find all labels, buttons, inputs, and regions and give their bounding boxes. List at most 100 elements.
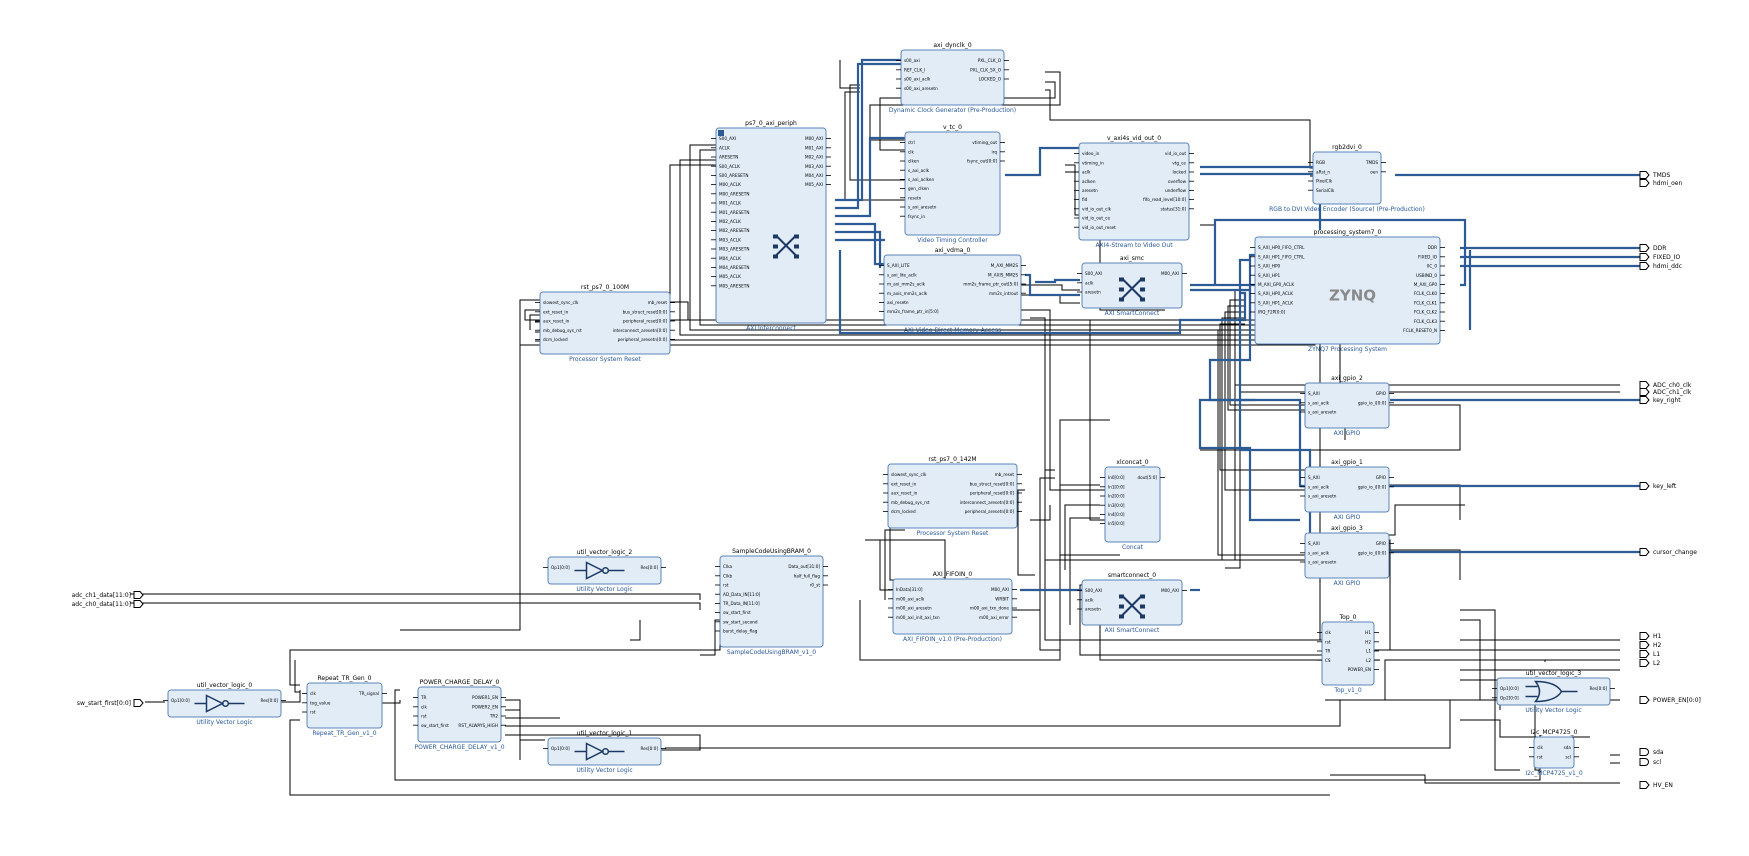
- block-body[interactable]: [883, 254, 1022, 326]
- block-body[interactable]: [547, 556, 662, 585]
- block-instance-name: axi_vdma_0: [935, 247, 971, 254]
- block-body[interactable]: [1312, 151, 1382, 205]
- pin-label: M02_ARESETN: [719, 228, 749, 233]
- block-body[interactable]: [887, 463, 1018, 529]
- block-body[interactable]: [1078, 142, 1190, 241]
- port-sw-start-first[interactable]: sw_start_first[0:0]: [77, 699, 144, 708]
- block-body[interactable]: [306, 682, 383, 729]
- port-power-en[interactable]: POWER_EN[0:0]: [1639, 696, 1701, 705]
- block-i2c[interactable]: I2c_MCP4725_0I2c_MCP4725_v1_0clkrstsdasc…: [1525, 729, 1583, 777]
- block-body[interactable]: [1533, 736, 1575, 769]
- block-ip-name: AXI GPIO: [1334, 514, 1361, 521]
- block-xlconcat[interactable]: xlconcat_0ConcatIn0[0:0]In1[0:0]In2[0:0]…: [1100, 459, 1165, 551]
- block-body[interactable]: [892, 578, 1013, 635]
- block-bram[interactable]: SampleCodeUsingBRAM_0SampleCodeUsingBRAM…: [715, 548, 828, 656]
- block-body[interactable]: [1081, 579, 1183, 626]
- block-body[interactable]: [1304, 466, 1390, 513]
- port-adc-ch1-clk[interactable]: ADC_ch1_clk: [1639, 388, 1692, 397]
- pin-label: sw_start_second: [723, 619, 758, 624]
- block-body[interactable]: [904, 131, 1001, 236]
- pin-label: M03_ARESETN: [719, 247, 749, 252]
- block-rtg[interactable]: Repeat_TR_Gen_0Repeat_TR_Gen_v1_0clktog_…: [302, 675, 387, 737]
- port-sda[interactable]: sda: [1639, 748, 1664, 757]
- pin-label: S_AXI_HP0_ACLK: [1258, 291, 1293, 296]
- pin-label: SerialClk: [1316, 188, 1335, 193]
- port-l2[interactable]: L2: [1639, 659, 1660, 668]
- block-body[interactable]: [1104, 466, 1161, 543]
- port-key-right[interactable]: key_right: [1639, 396, 1681, 405]
- block-body[interactable]: [1254, 236, 1441, 345]
- crossbar-icon: [773, 234, 799, 259]
- block-body[interactable]: [167, 689, 282, 718]
- block-body[interactable]: [417, 686, 502, 743]
- port-h1[interactable]: H1: [1639, 632, 1662, 641]
- port-l1[interactable]: L1: [1639, 650, 1660, 659]
- block-body[interactable]: [547, 737, 662, 766]
- port-scl[interactable]: scl: [1639, 758, 1661, 767]
- block-instance-name: ps7_0_axi_periph: [745, 120, 797, 127]
- port-tmds[interactable]: TMDS: [1639, 171, 1670, 180]
- pin-label: CS: [1325, 658, 1331, 663]
- port-hdmi-ddc[interactable]: hdmi_ddc: [1639, 262, 1682, 271]
- port-cursor-change[interactable]: cursor_change: [1639, 548, 1697, 557]
- block-body[interactable]: [900, 49, 1005, 106]
- pin-label: s_axi_lite_aclk: [887, 272, 917, 277]
- port-adc-ch0-clk[interactable]: ADC_ch0_clk: [1639, 381, 1692, 390]
- block-body[interactable]: [1321, 621, 1375, 686]
- pin-label: M03_AXI: [805, 164, 823, 169]
- port-output-icon: [1639, 641, 1650, 649]
- pin-label: mb_debug_sys_rst: [891, 500, 930, 505]
- block-pcd[interactable]: POWER_CHARGE_DELAY_0POWER_CHARGE_DELAY_v…: [413, 679, 506, 751]
- port-adc-ch0-data[interactable]: adc_ch0_data[11:0]: [72, 600, 144, 609]
- port-output-icon: [1639, 179, 1650, 187]
- pin-label: S00_ACLK: [719, 164, 740, 169]
- pin-label: M01_AXI: [805, 145, 823, 150]
- block-body[interactable]: [1496, 677, 1611, 706]
- block-ip-name: Processor System Reset: [569, 356, 641, 363]
- block-body[interactable]: [539, 291, 671, 355]
- pin-label: GPIO: [1376, 391, 1387, 396]
- port-fixed-io[interactable]: FIXED_IO: [1639, 253, 1681, 262]
- port-hdmi-oen[interactable]: hdmi_oen: [1639, 179, 1682, 188]
- port-output-icon: [1639, 548, 1650, 556]
- port-ddr[interactable]: DDR: [1639, 244, 1666, 253]
- pin-label: rst: [310, 710, 316, 715]
- pin-label: dcm_locked: [543, 337, 568, 342]
- port-output-icon: [1639, 171, 1650, 179]
- block-body[interactable]: [1304, 382, 1390, 429]
- port-hv-en[interactable]: HV_EN: [1639, 781, 1673, 790]
- port-label: hdmi_ddc: [1653, 263, 1682, 270]
- block-body[interactable]: [1081, 262, 1183, 309]
- block-ip-name: AXI4-Stream to Video Out: [1095, 242, 1173, 249]
- pin-label: vid_io_out: [1165, 151, 1186, 156]
- expand-icon[interactable]: [718, 130, 724, 136]
- block-body[interactable]: [715, 127, 827, 324]
- port-adc-ch1-data[interactable]: adc_ch1_data[11:0]: [72, 591, 144, 600]
- block-body[interactable]: [1304, 532, 1390, 579]
- block-instance-name: POWER_CHARGE_DELAY_0: [420, 679, 500, 686]
- port-h2[interactable]: H2: [1639, 641, 1662, 650]
- block-body[interactable]: [719, 555, 824, 648]
- port-key-left[interactable]: key_left: [1639, 482, 1677, 491]
